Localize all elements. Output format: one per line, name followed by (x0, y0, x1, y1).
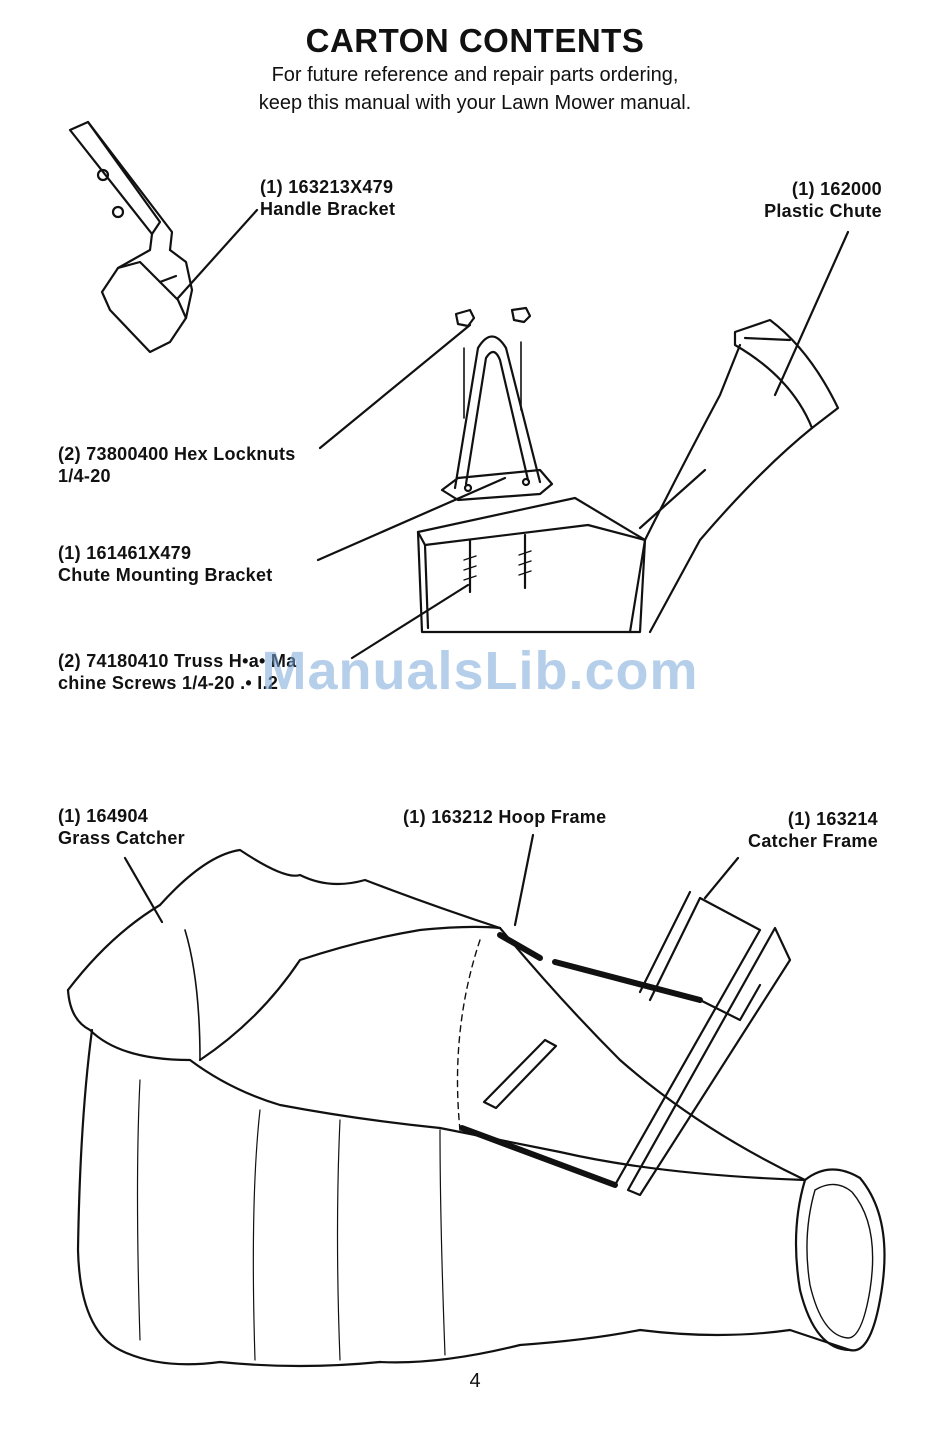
plastic-chute-part-number: (1) 162000 (791, 179, 882, 199)
subtitle-line-1: For future reference and repair parts or… (271, 64, 679, 86)
label-truss-screws: (2) 74180410 Truss H•a• Ma chine Screws … (58, 650, 297, 694)
page-title: CARTON CONTENTS (305, 22, 645, 59)
plastic-chute-drawing (416, 318, 840, 634)
hoop-frame-part-number: (1) 163212 Hoop Frame (403, 807, 607, 827)
label-chute-mounting-bracket: (1) 161461X479 Chute Mounting Bracket (58, 542, 273, 586)
handle-bracket-drawing (68, 120, 194, 354)
grass-catcher-name: Grass Catcher (58, 828, 185, 848)
label-hex-locknuts: (2) 73800400 Hex Locknuts 1/4-20 (58, 443, 296, 487)
chute-mounting-bracket-name: Chute Mounting Bracket (58, 565, 273, 585)
plastic-chute-name: Plastic Chute (764, 201, 882, 221)
label-grass-catcher: (1) 164904 Grass Catcher (58, 805, 185, 849)
label-handle-bracket: (1) 163213X479 Handle Bracket (260, 176, 395, 220)
catcher-frame-drawing (613, 890, 792, 1197)
grass-catcher-drawing (66, 848, 886, 1368)
handle-bracket-part-number: (1) 163213X479 (260, 177, 394, 197)
catcher-frame-name: Catcher Frame (748, 831, 878, 851)
truss-screws-line-2: chine Screws 1/4-20 .• I.2 (58, 673, 279, 693)
hex-locknuts-size: 1/4-20 (58, 466, 111, 486)
catcher-frame-part-number: (1) 163214 (787, 809, 878, 829)
grass-catcher-part-number: (1) 164904 (58, 806, 149, 826)
label-hoop-frame: (1) 163212 Hoop Frame (403, 806, 606, 828)
page-number: 4 (469, 1370, 481, 1392)
watermark: ManualsLib.com (261, 641, 699, 701)
truss-screws-line-1: (2) 74180410 Truss H•a• Ma (58, 651, 297, 671)
chute-mounting-bracket-part-number: (1) 161461X479 (58, 543, 192, 563)
subtitle-line-2: keep this manual with your Lawn Mower ma… (258, 92, 692, 114)
hoop-frame-drawing (459, 932, 703, 1188)
handle-bracket-name: Handle Bracket (260, 199, 396, 219)
hex-locknuts-drawing (454, 306, 532, 419)
label-plastic-chute: (1) 162000 Plastic Chute (764, 178, 882, 222)
hex-locknuts-part-number: (2) 73800400 Hex Locknuts (58, 444, 296, 464)
truss-screws-drawing (463, 533, 532, 594)
chute-mounting-bracket-drawing (440, 335, 554, 502)
label-catcher-frame: (1) 163214 Catcher Frame (748, 808, 878, 852)
